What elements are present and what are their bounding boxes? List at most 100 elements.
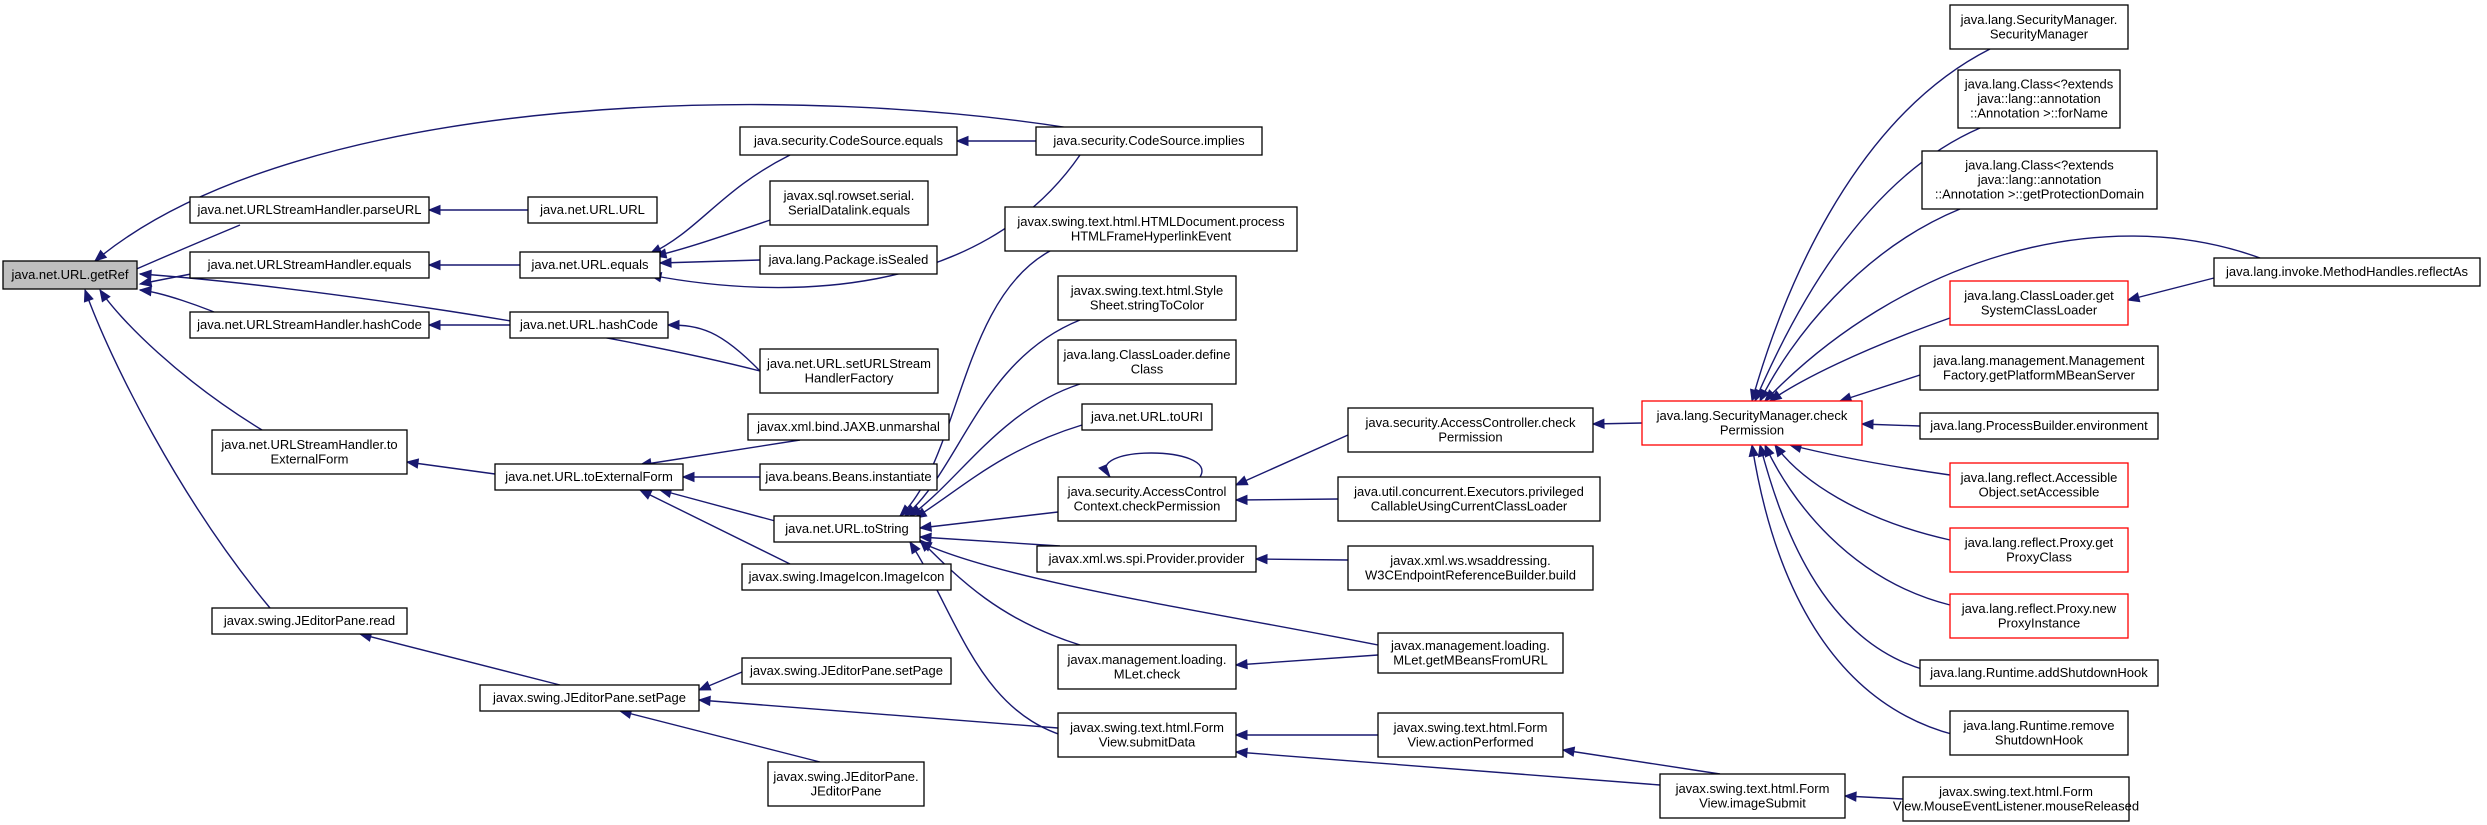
graph-node-class-getPD[interactable]: java.lang.Class<?extendsjava::lang::anno… bbox=[1921, 150, 2158, 210]
node-box[interactable] bbox=[509, 311, 669, 339]
graph-node-sh-parseURL[interactable]: java.net.URLStreamHandler.parseURL bbox=[189, 196, 430, 224]
graph-node-mh-reflectAs[interactable]: java.lang.invoke.MethodHandles.reflectAs bbox=[2213, 257, 2481, 287]
node-box[interactable] bbox=[759, 245, 938, 275]
node-box[interactable] bbox=[2213, 257, 2481, 287]
node-box[interactable] bbox=[1347, 407, 1594, 453]
node-box[interactable] bbox=[1949, 4, 2129, 50]
node-box[interactable] bbox=[1377, 632, 1564, 674]
node-box[interactable] bbox=[1921, 150, 2158, 210]
graph-node-mlet-check[interactable]: javax.management.loading.MLet.check bbox=[1057, 644, 1237, 690]
node-box[interactable] bbox=[739, 126, 958, 156]
graph-node-sh-equals[interactable]: java.net.URLStreamHandler.equals bbox=[189, 251, 430, 279]
node-box[interactable] bbox=[1057, 275, 1237, 321]
graph-node-ws-provider[interactable]: javax.xml.ws.spi.Provider.provider bbox=[1036, 545, 1257, 573]
graph-node-sm-check[interactable]: java.lang.SecurityManager.checkPermissio… bbox=[1641, 400, 1863, 446]
node-box[interactable] bbox=[479, 684, 700, 712]
graph-node-jep-read[interactable]: javax.swing.JEditorPane.read bbox=[211, 607, 408, 635]
node-box[interactable] bbox=[494, 463, 684, 491]
node-box[interactable] bbox=[767, 761, 925, 807]
node-box[interactable] bbox=[1957, 69, 2121, 129]
node-box[interactable] bbox=[1641, 400, 1863, 446]
graph-node-acc-ctrl[interactable]: java.security.AccessController.checkPerm… bbox=[1347, 407, 1594, 453]
graph-node-form-image[interactable]: javax.swing.text.html.FormView.imageSubm… bbox=[1659, 773, 1846, 819]
graph-node-form-action[interactable]: javax.swing.text.html.FormView.actionPer… bbox=[1377, 712, 1564, 758]
graph-node-jep-ctor[interactable]: javax.swing.JEditorPane.JEditorPane bbox=[767, 761, 925, 807]
graph-node-rt-addHook[interactable]: java.lang.Runtime.addShutdownHook bbox=[1919, 659, 2159, 687]
graph-node-mgmt-factory[interactable]: java.lang.management.ManagementFactory.g… bbox=[1919, 345, 2159, 391]
graph-node-serialDatalink[interactable]: javax.sql.rowset.serial.SerialDatalink.e… bbox=[769, 180, 929, 226]
graph-node-pkg-sealed[interactable]: java.lang.Package.isSealed bbox=[759, 245, 938, 275]
node-box[interactable] bbox=[1036, 545, 1257, 573]
node-box[interactable] bbox=[1377, 712, 1564, 758]
graph-node-form-submit[interactable]: javax.swing.text.html.FormView.submitDat… bbox=[1057, 712, 1237, 758]
graph-node-cs-equals[interactable]: java.security.CodeSource.equals bbox=[739, 126, 958, 156]
node-box[interactable] bbox=[1919, 659, 2159, 687]
node-box[interactable] bbox=[1035, 126, 1263, 156]
node-box[interactable] bbox=[1057, 339, 1237, 385]
node-box[interactable] bbox=[1949, 710, 2129, 756]
graph-node-cs-implies[interactable]: java.security.CodeSource.implies bbox=[1035, 126, 1263, 156]
node-box[interactable] bbox=[211, 429, 408, 475]
graph-node-acc-ctx[interactable]: java.security.AccessControlContext.check… bbox=[1057, 476, 1237, 522]
node-box[interactable] bbox=[189, 311, 430, 339]
graph-node-url-toString[interactable]: java.net.URL.toString bbox=[773, 515, 921, 543]
graph-node-html-process[interactable]: javax.swing.text.html.HTMLDocument.proce… bbox=[1004, 206, 1298, 252]
node-box[interactable] bbox=[189, 196, 430, 224]
graph-node-mlet-getMBeans[interactable]: javax.management.loading.MLet.getMBeansF… bbox=[1377, 632, 1564, 674]
node-box[interactable] bbox=[1659, 773, 1846, 819]
node-box[interactable] bbox=[1057, 644, 1237, 690]
node-box[interactable] bbox=[1081, 403, 1213, 431]
node-box[interactable] bbox=[1949, 527, 2129, 573]
node-box[interactable] bbox=[189, 251, 430, 279]
graph-node-imageIcon[interactable]: javax.swing.ImageIcon.ImageIcon bbox=[741, 563, 952, 591]
node-box[interactable] bbox=[1004, 206, 1298, 252]
node-box[interactable] bbox=[1347, 545, 1594, 591]
graph-node-sh-toExt[interactable]: java.net.URLStreamHandler.toExternalForm bbox=[211, 429, 408, 475]
graph-node-exec-priv[interactable]: java.util.concurrent.Executors.privilege… bbox=[1337, 476, 1601, 522]
node-box[interactable] bbox=[211, 607, 408, 635]
node-box[interactable] bbox=[1919, 412, 2159, 440]
node-box[interactable] bbox=[759, 463, 938, 491]
node-box[interactable] bbox=[1949, 462, 2129, 508]
node-box[interactable] bbox=[1337, 476, 1601, 522]
node-box[interactable] bbox=[1949, 593, 2129, 639]
node-box[interactable] bbox=[773, 515, 921, 543]
node-box[interactable] bbox=[1902, 776, 2130, 822]
node-box[interactable] bbox=[741, 563, 952, 591]
node-box[interactable] bbox=[519, 251, 661, 279]
graph-node-sm-ctor[interactable]: java.lang.SecurityManager.SecurityManage… bbox=[1949, 4, 2129, 50]
graph-node-url-toExt[interactable]: java.net.URL.toExternalForm bbox=[494, 463, 684, 491]
graph-node-root[interactable]: java.net.URL.getRef bbox=[2, 260, 138, 290]
node-box[interactable] bbox=[1949, 280, 2129, 326]
graph-node-jaxb-unmarshal[interactable]: javax.xml.bind.JAXB.unmarshal bbox=[747, 413, 950, 441]
node-box[interactable] bbox=[747, 413, 950, 441]
graph-node-w3c-build[interactable]: javax.xml.ws.wsaddressing.W3CEndpointRef… bbox=[1347, 545, 1594, 591]
graph-node-pb-env[interactable]: java.lang.ProcessBuilder.environment bbox=[1919, 412, 2159, 440]
graph-node-url-equals[interactable]: java.net.URL.equals bbox=[519, 251, 661, 279]
graph-node-jep-setPage2[interactable]: javax.swing.JEditorPane.setPage bbox=[741, 657, 952, 685]
graph-node-acc-obj[interactable]: java.lang.reflect.AccessibleObject.setAc… bbox=[1949, 462, 2129, 508]
node-box[interactable] bbox=[1057, 476, 1237, 522]
graph-node-jep-setPage[interactable]: javax.swing.JEditorPane.setPage bbox=[479, 684, 700, 712]
node-box[interactable] bbox=[741, 657, 952, 685]
node-box[interactable] bbox=[759, 348, 939, 394]
graph-node-class-forName[interactable]: java.lang.Class<?extendsjava::lang::anno… bbox=[1957, 69, 2121, 129]
graph-node-form-mouse[interactable]: javax.swing.text.html.FormView.MouseEven… bbox=[1893, 776, 2139, 822]
graph-node-styleSheet[interactable]: javax.swing.text.html.StyleSheet.stringT… bbox=[1057, 275, 1237, 321]
graph-node-url-hashCode[interactable]: java.net.URL.hashCode bbox=[509, 311, 669, 339]
node-box[interactable] bbox=[769, 180, 929, 226]
graph-node-sh-hashCode[interactable]: java.net.URLStreamHandler.hashCode bbox=[189, 311, 430, 339]
node-box[interactable] bbox=[2, 260, 138, 290]
node-box[interactable] bbox=[1919, 345, 2159, 391]
graph-node-beans-inst[interactable]: java.beans.Beans.instantiate bbox=[759, 463, 938, 491]
graph-node-url-URL[interactable]: java.net.URL.URL bbox=[527, 196, 658, 224]
node-box[interactable] bbox=[527, 196, 658, 224]
graph-node-cl-getSys[interactable]: java.lang.ClassLoader.getSystemClassLoad… bbox=[1949, 280, 2129, 326]
graph-node-url-toURI[interactable]: java.net.URL.toURI bbox=[1081, 403, 1213, 431]
node-box[interactable] bbox=[1057, 712, 1237, 758]
